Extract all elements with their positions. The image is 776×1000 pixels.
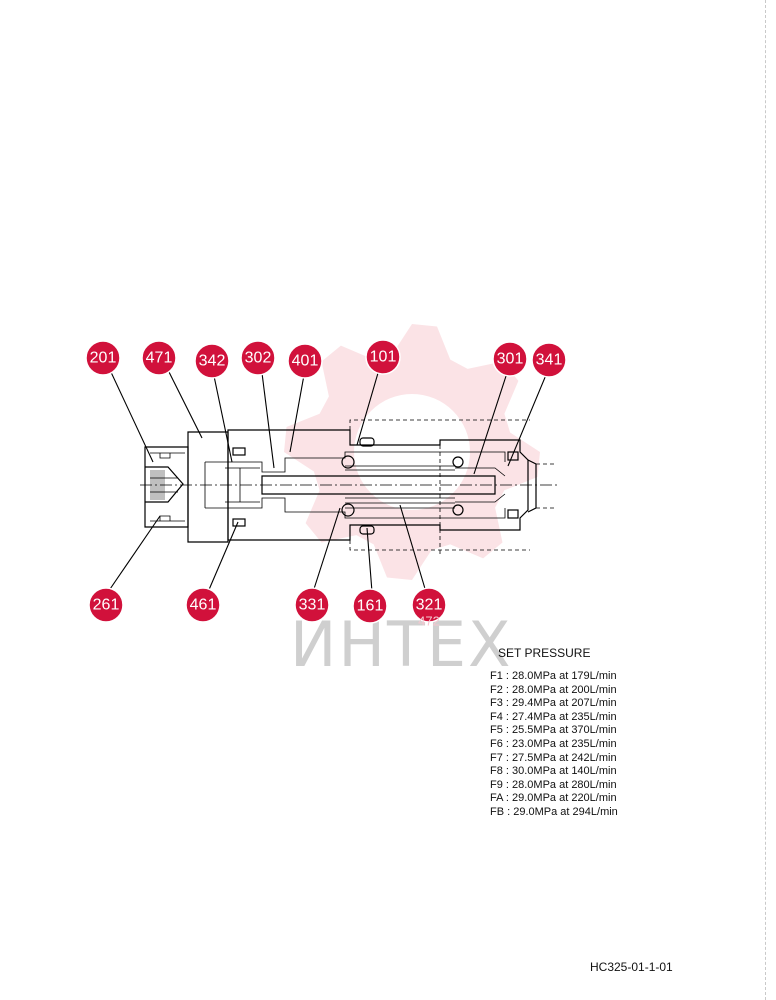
callout-342-circle (194, 343, 230, 379)
callout-161-label: 161 (357, 598, 384, 615)
valve-inner-bore (205, 451, 506, 519)
callout-201: 201 (85, 340, 121, 376)
callout-471: 471 (141, 340, 177, 376)
set-pressure-table: SET PRESSURE F1 : 28.0MPa at 179L/min F2… (490, 646, 650, 820)
valve-end-ring-lower (507, 509, 519, 519)
leader-101 (356, 372, 379, 446)
pressure-row: F7 : 27.5MPa at 242L/min (490, 751, 617, 764)
callout-342: 342 (194, 343, 230, 379)
leader-261 (107, 515, 161, 593)
drawing-code: HC325-01-1-01 (590, 960, 673, 974)
callout-261-circle (88, 587, 124, 623)
callout-461-circle (185, 587, 221, 623)
leader-401 (289, 374, 305, 453)
leader-461 (207, 521, 239, 593)
callout-472-label: 472 (418, 614, 440, 629)
callout-261-label: 261 (93, 597, 120, 614)
callout-401-circle (287, 343, 323, 379)
valve-check-ball-lower (452, 504, 464, 516)
callout-301-circle (492, 341, 528, 377)
valve-plug-hex (150, 470, 165, 500)
callout-341: 341 (531, 342, 567, 378)
watermark-text: ИНТЕХ (290, 608, 513, 681)
callout-471-circle (141, 340, 177, 376)
valve-check-ball-upper (452, 456, 464, 468)
leader-321 (399, 504, 427, 593)
leader-341 (507, 374, 547, 467)
leader-301 (473, 372, 508, 475)
valve-main-body (227, 429, 529, 541)
callout-leader-lines (107, 369, 547, 593)
callout-101-label: 101 (370, 349, 397, 366)
leader-201 (109, 369, 154, 463)
callout-201-circle (85, 340, 121, 376)
pressure-row: F5 : 25.5MPa at 370L/min (490, 724, 617, 737)
leader-331 (312, 507, 341, 593)
callout-201-label: 201 (90, 350, 117, 367)
callout-331-circle (294, 587, 330, 623)
valve-end-ring-upper (507, 451, 519, 461)
callout-401: 401 (287, 343, 323, 379)
leader-302 (261, 372, 275, 469)
valve-cap-thread (150, 452, 185, 522)
valve-spring (345, 465, 455, 509)
pressure-row: F4 : 27.4MPa at 235L/min (490, 710, 617, 723)
callout-461-label: 461 (190, 597, 217, 614)
callout-261: 261 (88, 587, 124, 623)
leader-161 (366, 527, 373, 593)
leader-471 (167, 369, 203, 439)
callout-331-label: 331 (299, 597, 326, 614)
callout-471-label: 471 (146, 350, 173, 367)
callout-302-label: 302 (245, 350, 272, 367)
callout-301: 301 (492, 341, 528, 377)
leader-342 (213, 375, 233, 463)
callout-321-circle (411, 587, 447, 623)
callout-321-label: 321 (416, 597, 443, 614)
callout-342-label: 342 (199, 353, 226, 370)
valve-cross-section (140, 419, 560, 555)
callout-461: 461 (185, 587, 221, 623)
set-pressure-title: SET PRESSURE (498, 646, 591, 660)
callout-302: 302 (240, 340, 276, 376)
valve-seat-ball-lower (341, 503, 355, 517)
valve-o-ring-upper (359, 437, 375, 447)
valve-right-end (527, 459, 537, 513)
callout-301-label: 301 (497, 351, 524, 368)
pressure-row: FB : 29.0MPa at 294L/min (490, 805, 618, 818)
pressure-row: F8 : 30.0MPa at 140L/min (490, 765, 617, 778)
callout-341-circle (531, 342, 567, 378)
valve-plug-detail (150, 477, 178, 493)
valve-backup-ring-upper (232, 447, 246, 456)
pressure-row: F3 : 29.4MPa at 207L/min (490, 697, 617, 710)
pressure-row: FA : 29.0MPa at 220L/min (490, 792, 617, 805)
valve-seat-ball-upper (341, 455, 355, 469)
callout-341-label: 341 (536, 352, 563, 369)
callout-101-circle (365, 339, 401, 375)
valve-mounting-outline (349, 419, 556, 555)
callout-401-label: 401 (292, 353, 319, 370)
pressure-row: F2 : 28.0MPa at 200L/min (490, 683, 617, 696)
callout-bubbles: 201 471 342 302 401 101 (85, 339, 567, 629)
callout-161: 161 (352, 588, 388, 624)
valve-poppet-rod (261, 475, 496, 495)
valve-left-cap-shoulder (187, 431, 229, 543)
pressure-row: F1 : 28.0MPa at 179L/min (490, 670, 617, 682)
valve-plug-nose (145, 466, 184, 503)
callout-302-circle (240, 340, 276, 376)
callout-101: 101 (365, 339, 401, 375)
pressure-row: F6 : 23.0MPa at 235L/min (490, 737, 617, 750)
callout-321: 321 472 (411, 587, 447, 629)
callout-331: 331 (294, 587, 330, 623)
page-edge-line (765, 0, 766, 1000)
pressure-row: F9 : 28.0MPa at 280L/min (490, 778, 617, 791)
callout-161-circle (352, 588, 388, 624)
valve-backup-ring-lower (232, 518, 246, 527)
valve-poppet-head (455, 467, 506, 503)
